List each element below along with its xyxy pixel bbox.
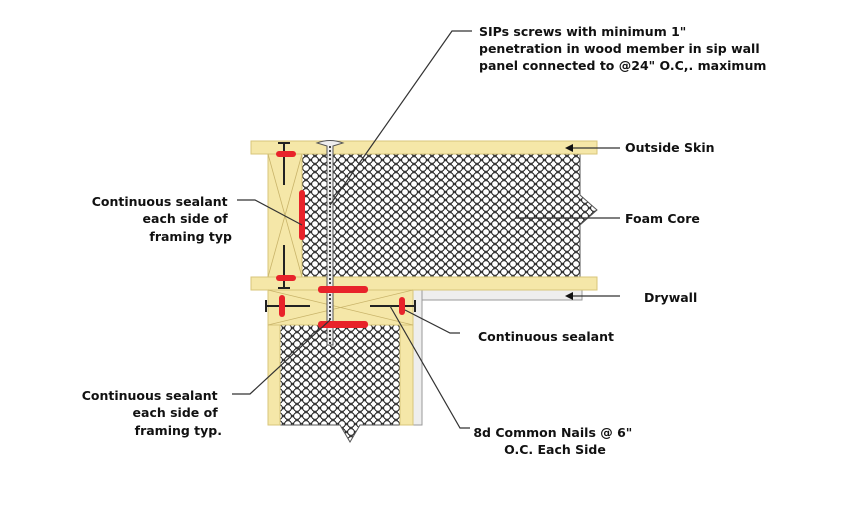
- continuous-sealant-beads: [276, 151, 405, 328]
- foam-core-upper: [301, 153, 598, 279]
- sip-screw: [315, 140, 345, 346]
- label-outside-skin: Outside Skin: [625, 140, 715, 155]
- label-drywall: Drywall: [644, 290, 697, 305]
- leader-lines: [232, 30, 620, 429]
- foam-core-lower: [279, 324, 401, 443]
- label-sealant-upper: Continuous sealant each side of framing …: [92, 194, 232, 244]
- label-foam-core: Foam Core: [625, 211, 700, 226]
- label-continuous-sealant: Continuous sealant: [478, 329, 614, 344]
- drywall: [412, 288, 583, 426]
- arrowheads: [565, 144, 573, 300]
- label-sip-screws: SIPs screws with minimum 1" penetration …: [479, 24, 766, 73]
- label-sealant-lower: Continuous sealant each side of framing …: [82, 388, 222, 438]
- nails: [265, 142, 416, 312]
- label-nails: 8d Common Nails @ 6" O.C. Each Side: [473, 425, 636, 457]
